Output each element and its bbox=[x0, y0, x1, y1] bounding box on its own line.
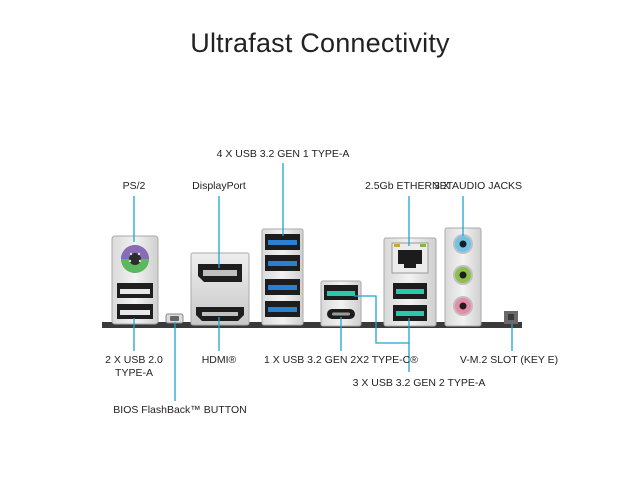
baseplate bbox=[102, 322, 522, 328]
hdmi-icon bbox=[196, 307, 244, 321]
label-usb20-line1: 2 X USB 2.0 bbox=[105, 354, 163, 366]
label-usb32g2: 3 X USB 3.2 GEN 2 TYPE-A bbox=[352, 377, 486, 389]
ps2-usb2-stack bbox=[111, 235, 159, 325]
ps2-port-icon bbox=[121, 245, 149, 273]
usb-c-icon bbox=[327, 309, 355, 319]
usb-port-icon bbox=[117, 283, 153, 298]
label-displayport: DisplayPort bbox=[192, 180, 246, 192]
label-bios: BIOS FlashBack™ BUTTON bbox=[113, 404, 247, 416]
label-audio: 3 X AUDIO JACKS bbox=[433, 180, 523, 192]
audio-stack bbox=[444, 227, 482, 327]
usb-port-icon bbox=[117, 304, 153, 319]
label-vm2: V-M.2 SLOT (KEY E) bbox=[459, 354, 559, 366]
usb-port-icon bbox=[393, 305, 427, 321]
usb-port-icon bbox=[265, 301, 300, 317]
usb-port-icon bbox=[393, 283, 427, 299]
leader-usb32g2-a bbox=[354, 295, 409, 344]
lan-usb-gen2-stack bbox=[383, 237, 437, 327]
m2-slot-icon bbox=[504, 311, 518, 324]
dp-hdmi-stack bbox=[190, 252, 250, 326]
label-usb32g1: 4 X USB 3.2 GEN 1 TYPE-A bbox=[216, 148, 350, 160]
displayport-icon bbox=[198, 264, 242, 282]
label-ethernet: 2.5Gb ETHERNET bbox=[364, 180, 454, 192]
audio-jack-icon bbox=[453, 265, 473, 285]
audio-jack-icon bbox=[453, 296, 473, 316]
usb32-gen1-stack bbox=[261, 228, 304, 326]
usb-port-icon bbox=[265, 234, 300, 250]
label-hdmi: HDMI® bbox=[201, 354, 237, 366]
usb-gen2-typec-stack bbox=[320, 280, 362, 327]
ethernet-port-icon bbox=[391, 242, 429, 274]
usb-port-icon bbox=[324, 285, 358, 300]
label-ps2: PS/2 bbox=[122, 180, 146, 192]
page-title: Ultrafast Connectivity bbox=[190, 28, 450, 58]
bios-button-icon bbox=[165, 313, 184, 324]
audio-jack-icon bbox=[453, 234, 473, 254]
label-typec: 1 X USB 3.2 GEN 2X2 TYPE-C® bbox=[263, 354, 419, 366]
leader-lines bbox=[133, 163, 513, 401]
usb-port-icon bbox=[265, 255, 300, 271]
usb-port-icon bbox=[265, 279, 300, 295]
label-usb20-line2: TYPE-A bbox=[115, 367, 153, 379]
